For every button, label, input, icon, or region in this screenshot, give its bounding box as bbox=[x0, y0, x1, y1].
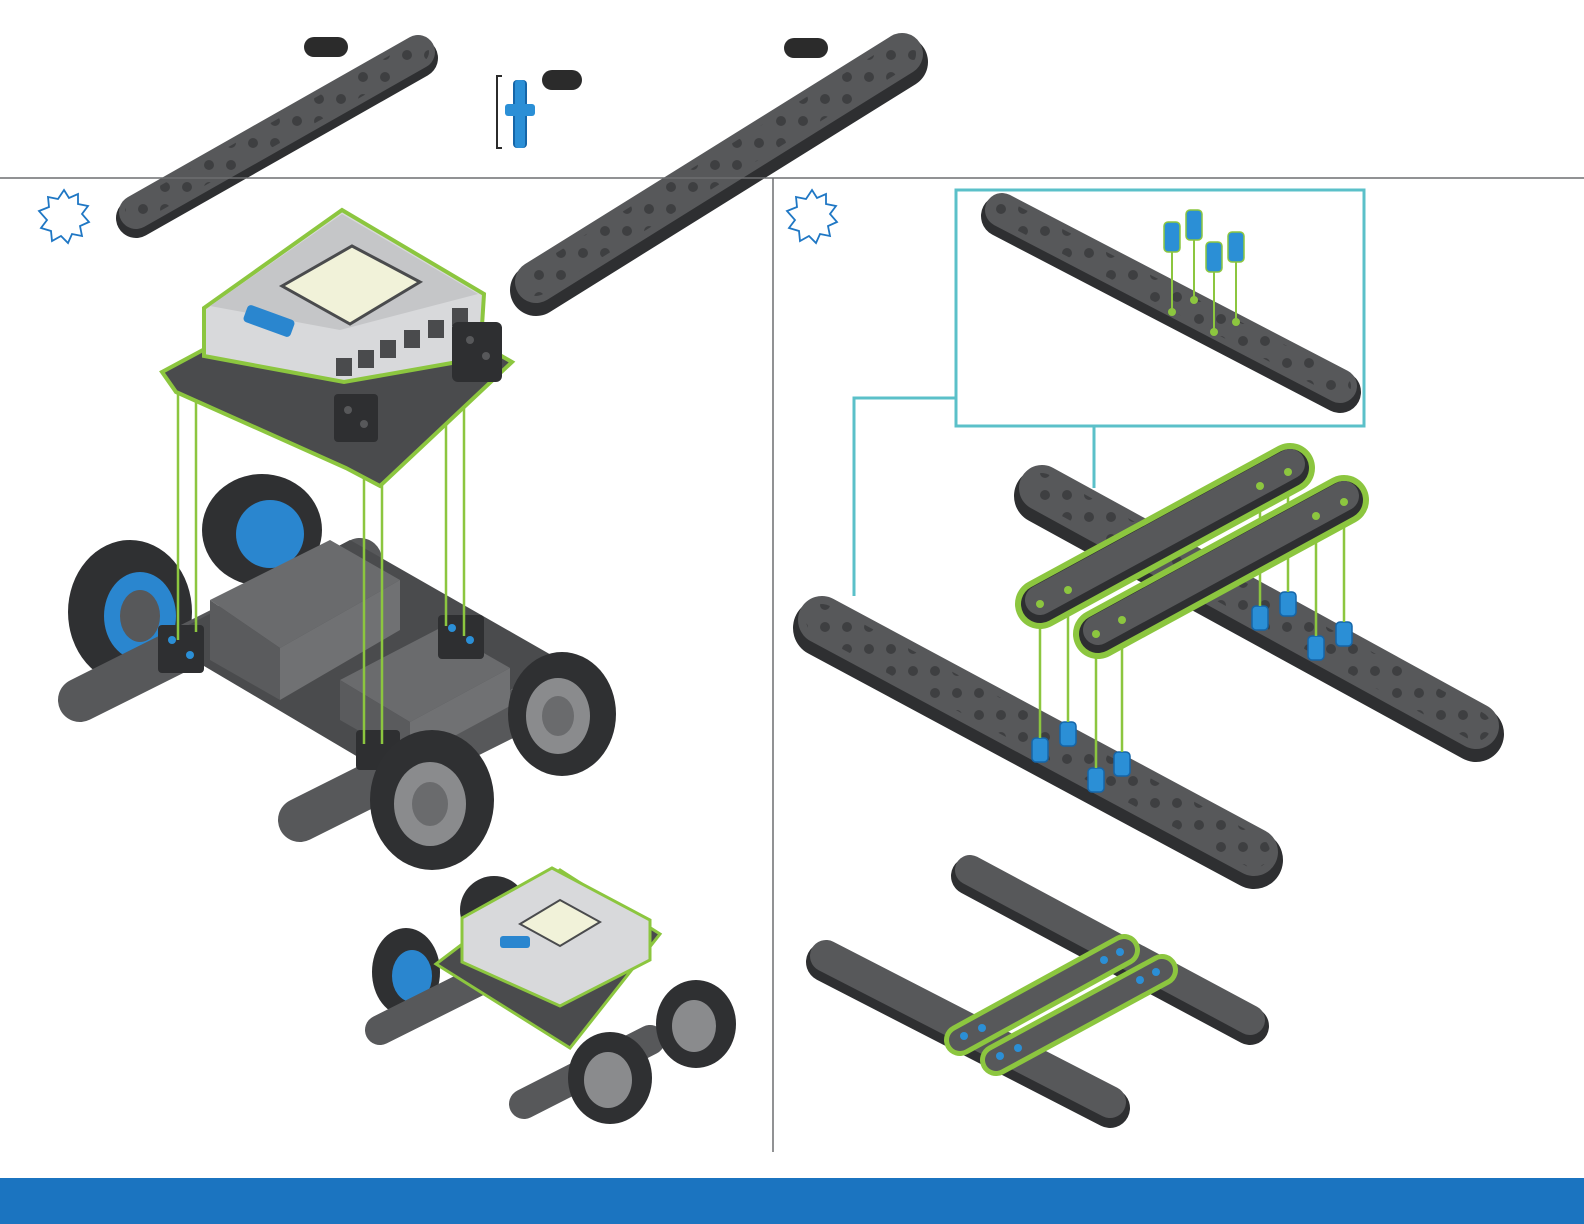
wheel-front-left bbox=[370, 730, 494, 870]
brain-corner-connector bbox=[334, 394, 378, 442]
chassis-assembly bbox=[68, 474, 616, 870]
beam-long-icon bbox=[536, 54, 902, 290]
robot-brain bbox=[204, 210, 484, 382]
completed-robot-preview bbox=[372, 868, 736, 1124]
corner-connector bbox=[158, 625, 204, 673]
completed-subassembly-preview bbox=[826, 870, 1250, 1108]
callout-detail bbox=[956, 190, 1364, 426]
gear-burst-icon bbox=[787, 190, 837, 243]
parts-bar bbox=[136, 37, 902, 290]
robot-brain-assembly bbox=[162, 210, 512, 486]
footer-bar bbox=[0, 1178, 1584, 1224]
wheel-front-right bbox=[508, 652, 616, 776]
quantity-badge-pin bbox=[542, 70, 582, 90]
beam-short-icon bbox=[136, 52, 418, 218]
quantity-badge-beam-short bbox=[304, 37, 348, 57]
quantity-badge-beam-long bbox=[784, 38, 828, 58]
connector-pin-icon bbox=[497, 76, 535, 148]
gear-burst-icon bbox=[39, 190, 89, 243]
brain-corner-connector bbox=[452, 322, 502, 382]
